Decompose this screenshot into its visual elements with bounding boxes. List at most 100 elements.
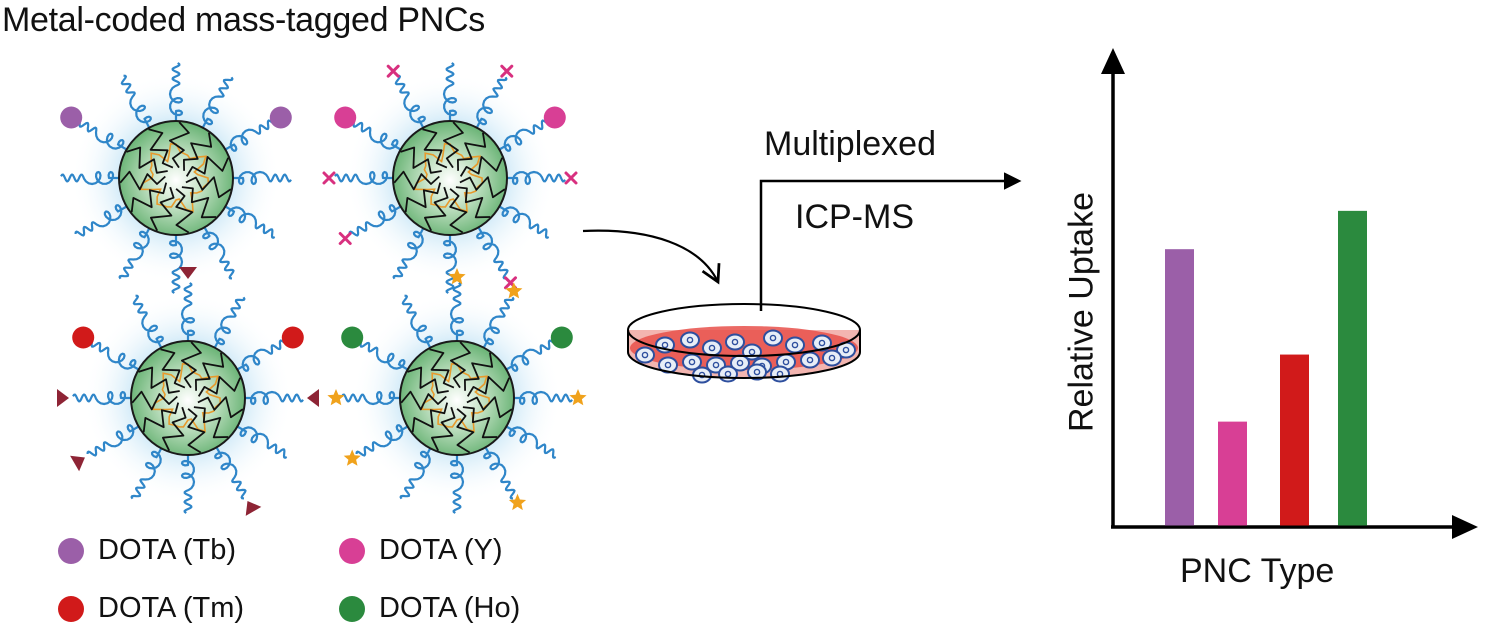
core-strand — [404, 182, 442, 213]
polymer-chain — [334, 170, 396, 186]
cell-nucleus — [731, 338, 739, 346]
polymer-chain — [511, 390, 573, 406]
polymer-chain — [449, 452, 465, 514]
icp-ms-arrow — [759, 172, 1022, 311]
polymer-chain — [401, 294, 433, 350]
cell-nucleus — [708, 344, 716, 352]
star-marker — [343, 449, 361, 466]
cell-membrane — [702, 339, 722, 357]
core-strand — [193, 406, 229, 439]
cross-marker — [322, 171, 336, 185]
polymer-chain — [348, 204, 403, 237]
x-axis-arrowhead — [1452, 515, 1478, 539]
cell-membrane — [635, 346, 655, 364]
polymer-chain — [202, 225, 235, 280]
polymer-chain — [168, 62, 184, 124]
cell-membrane — [800, 351, 820, 369]
core-strand — [466, 396, 513, 419]
polymer-chain — [394, 74, 426, 130]
bar-dotatb — [1165, 249, 1194, 526]
metal-dota-dot — [341, 326, 364, 349]
star-marker — [327, 389, 345, 406]
cell-membrane — [718, 365, 738, 383]
polymer-chain — [392, 226, 426, 280]
cell — [702, 339, 722, 357]
cell-membrane — [763, 329, 783, 347]
metal-dota-dot — [543, 106, 566, 129]
cell-nucleus — [688, 358, 696, 366]
polymer-chain — [118, 226, 152, 280]
process-label-multiplexed: Multiplexed — [764, 125, 936, 163]
cell-nucleus — [753, 368, 761, 376]
nanoparticle-y — [322, 62, 578, 294]
figure-title: Metal-coded mass-tagged PNCs — [2, 1, 485, 39]
cell — [635, 346, 655, 364]
polymer-chain — [442, 232, 458, 294]
cross-marker — [338, 232, 352, 245]
core-strand — [466, 376, 511, 397]
y-axis-arrowhead — [1101, 48, 1125, 74]
core-strand — [457, 132, 487, 171]
cell-membrane — [822, 349, 842, 367]
core-strand — [197, 396, 244, 419]
metal-dota-dot — [281, 326, 304, 349]
core-strand — [393, 170, 440, 191]
legend-item-ho: DOTA (Ho) — [339, 592, 520, 625]
cell — [725, 333, 745, 351]
metal-dota-dot — [269, 106, 292, 129]
process-group — [582, 172, 1022, 384]
cell-membrane — [785, 336, 805, 354]
legend-label-tm: DOTA (Tm) — [98, 592, 245, 624]
polymer-chain — [132, 294, 164, 350]
core-strand — [181, 341, 202, 389]
core-strand — [160, 348, 186, 389]
legend-dot-y — [339, 537, 365, 564]
triangle-marker — [245, 501, 262, 516]
core-strand — [126, 146, 168, 174]
cell-membrane — [725, 333, 745, 351]
core-strand — [450, 341, 471, 389]
cell — [718, 365, 738, 383]
core-strand — [400, 390, 447, 411]
dish-wall — [627, 330, 861, 379]
legend-label-y: DOTA (Y) — [379, 534, 503, 566]
metal-dota-dot — [550, 326, 573, 349]
core-strand — [185, 156, 230, 177]
polymer-chain — [504, 339, 559, 372]
polymer-chain — [120, 74, 152, 130]
triangle-marker — [179, 267, 197, 279]
core-strand — [131, 390, 178, 411]
bar-chart — [1101, 48, 1478, 539]
legend-dot-ho — [339, 595, 365, 622]
polymer-chain — [355, 424, 410, 457]
core-strand — [183, 132, 213, 171]
metal-dota-dot — [334, 106, 357, 129]
polymer-chains — [341, 282, 573, 514]
cell-nucleus — [791, 341, 799, 349]
cell-nucleus — [698, 371, 706, 379]
cell-membrane — [747, 363, 767, 381]
cell — [812, 334, 832, 352]
core-strand — [148, 128, 174, 169]
cross-marker — [564, 171, 578, 185]
cell-nucleus — [748, 348, 756, 356]
legend-dot-tb — [58, 537, 84, 564]
cell-nucleus — [724, 370, 732, 378]
polymer-chain — [504, 170, 566, 186]
core-strand — [462, 406, 498, 439]
cell-nucleus — [828, 354, 836, 362]
cross-marker — [500, 64, 514, 78]
core-strand — [424, 186, 449, 232]
core-strand — [464, 352, 494, 391]
core-strand — [422, 128, 448, 169]
core-strand — [407, 366, 449, 394]
cell-nucleus — [686, 336, 694, 344]
bar-dotay — [1218, 421, 1247, 526]
cell — [785, 336, 805, 354]
polymer-chain — [235, 424, 288, 459]
core-strand — [162, 406, 187, 452]
polymer-chain — [130, 446, 164, 500]
core-strand — [429, 348, 455, 389]
cell-nucleus — [736, 359, 744, 367]
